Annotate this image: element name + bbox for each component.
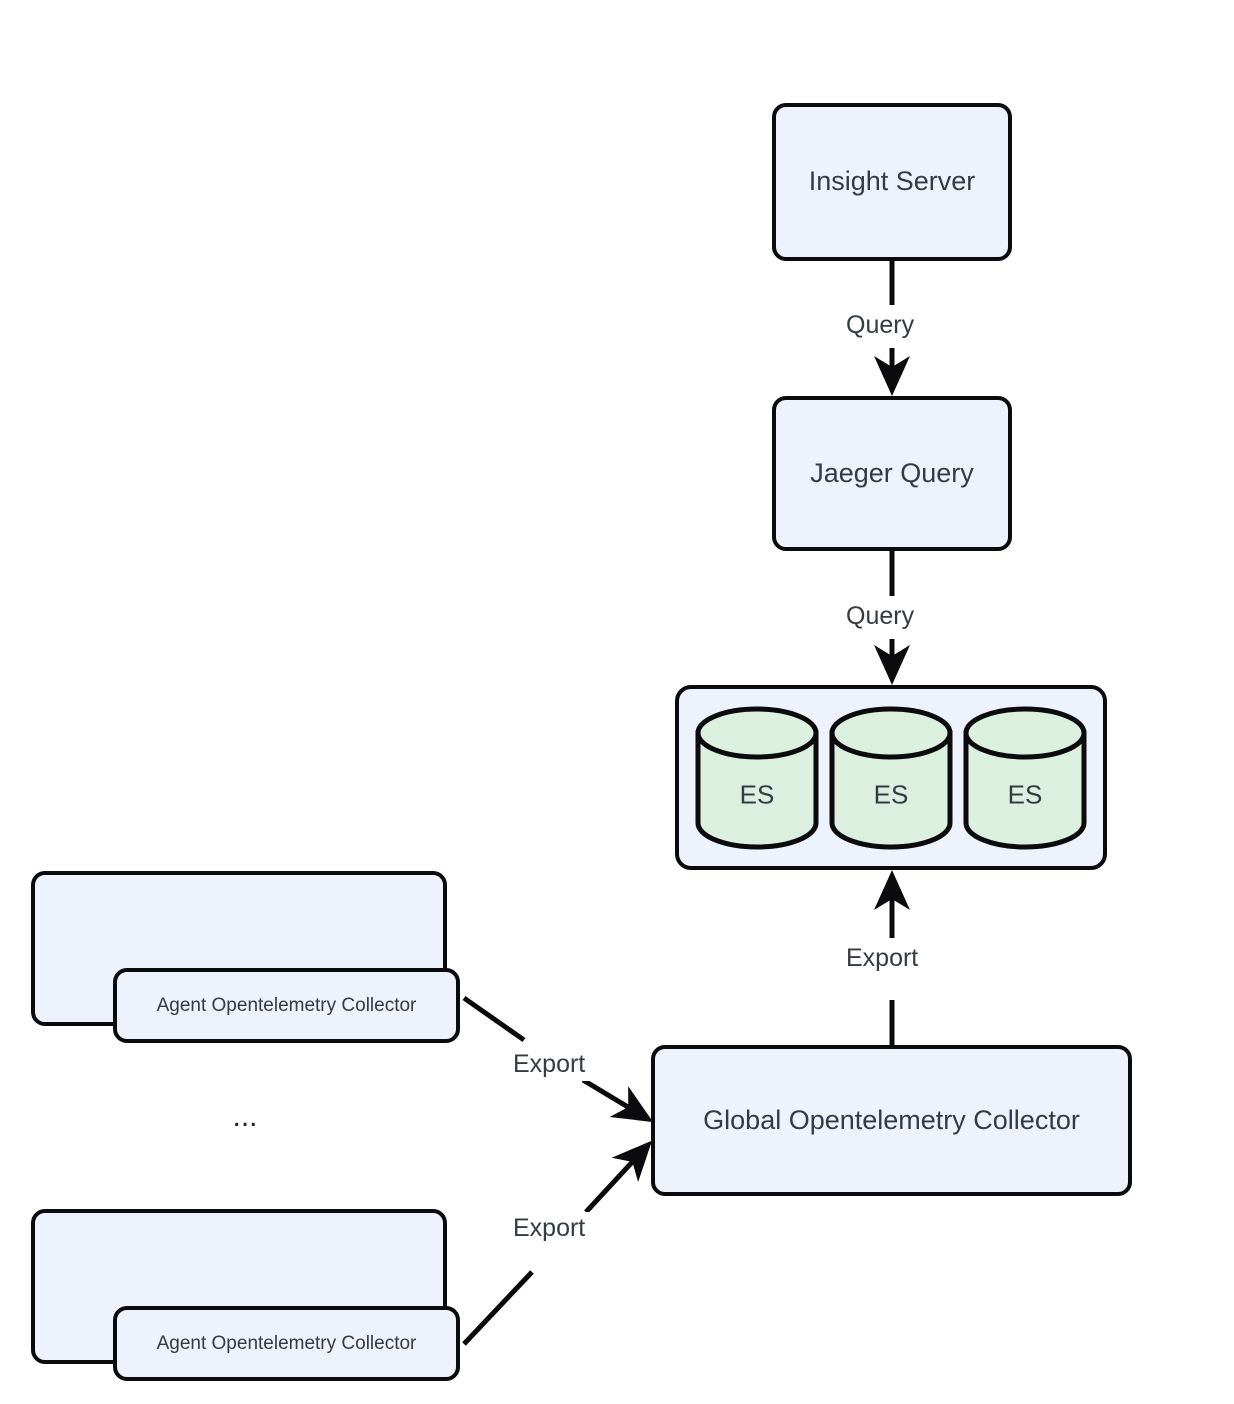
node-global-opentelemetry-collector[interactable]: Global Opentelemetry Collector <box>651 1045 1132 1196</box>
database-cylinder-icon-2[interactable]: ES <box>827 705 955 851</box>
database-cylinder-label-1: ES <box>739 779 775 810</box>
edge-label-agentn-to-global: Export <box>505 1212 594 1245</box>
database-cylinder-label-3: ES <box>1007 779 1043 810</box>
database-cylinder-label-2: ES <box>873 779 909 810</box>
node-agent-opentelemetry-collector-n[interactable]: Agent Opentelemetry Collector <box>113 1306 460 1381</box>
edge-label-global-to-es: Export <box>838 942 927 975</box>
node-insight-server-label: Insight Server <box>808 166 976 197</box>
database-cylinder-icon-3[interactable]: ES <box>961 705 1089 851</box>
elasticsearch-node-row: ES ES ES <box>675 685 1107 870</box>
node-insight-server[interactable]: Insight Server <box>772 103 1012 261</box>
node-agent-opentelemetry-collector-n-label: Agent Opentelemetry Collector <box>156 1332 417 1354</box>
node-global-opentelemetry-collector-label: Global Opentelemetry Collector <box>703 1104 1080 1135</box>
node-jaeger-query-label: Jaeger Query <box>810 457 974 488</box>
edge-label-jaeger-to-es: Query <box>838 600 923 633</box>
edge-label-agent01-to-global: Export <box>505 1048 594 1081</box>
node-jaeger-query[interactable]: Jaeger Query <box>772 396 1012 551</box>
ellipsis-indicator: ... <box>232 1100 258 1133</box>
database-cylinder-icon-1[interactable]: ES <box>693 705 821 851</box>
node-agent-opentelemetry-collector-01[interactable]: Agent Opentelemetry Collector <box>113 968 460 1043</box>
node-agent-opentelemetry-collector-01-label: Agent Opentelemetry Collector <box>156 994 417 1016</box>
edge-label-insight-to-jaeger: Query <box>838 309 923 342</box>
